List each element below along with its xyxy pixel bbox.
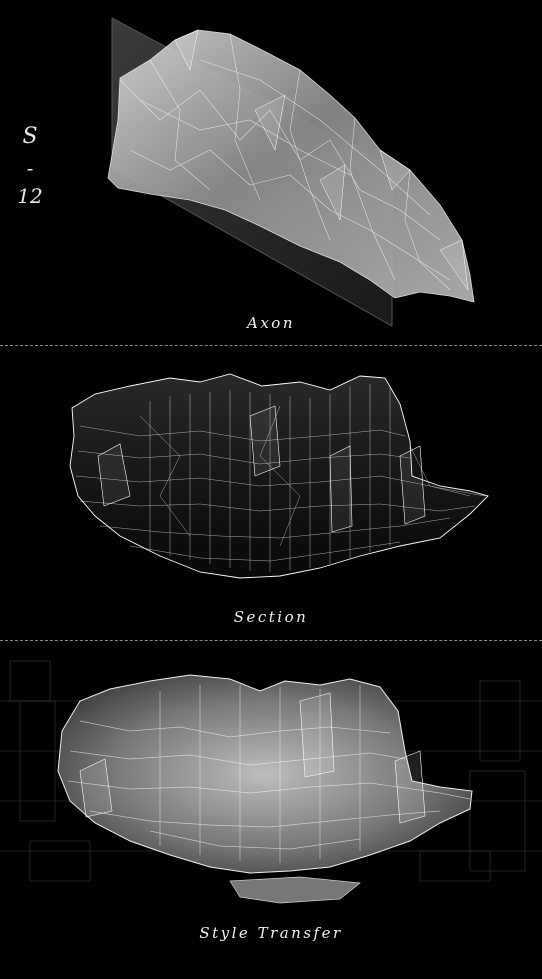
style-mass [57, 674, 473, 874]
section-panel [0, 346, 542, 640]
style-transfer-caption: Style Transfer [199, 924, 343, 942]
section-drawing [69, 373, 489, 579]
axon-panel [0, 0, 542, 345]
style-solids [79, 692, 426, 824]
style-base [229, 876, 361, 904]
style-transfer-drawing [0, 660, 542, 904]
section-wireframe [75, 384, 486, 572]
style-transfer-panel [0, 641, 542, 979]
axon-shards [174, 29, 469, 291]
panel-divider [0, 345, 542, 346]
section-solids [97, 405, 426, 533]
section-mass [69, 373, 489, 579]
sheet-id-letter: S [22, 124, 38, 149]
sheet-id-separator: - [26, 156, 34, 180]
sheet-id-number: 12 [17, 184, 43, 208]
section-caption: Section [233, 608, 309, 626]
style-facets [67, 685, 471, 863]
panel-divider [0, 640, 542, 641]
axon-caption: Axon [247, 314, 295, 332]
axon-facets [119, 33, 451, 291]
axon-drawing [107, 17, 475, 327]
